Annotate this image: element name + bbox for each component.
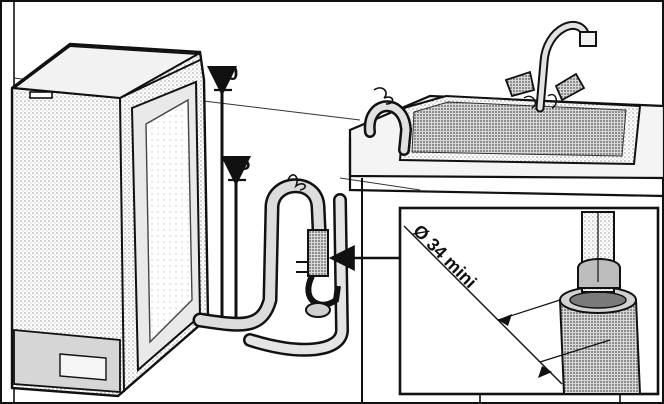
drain-hose [192, 178, 350, 357]
washing-machine [10, 42, 210, 398]
sink-counter [348, 94, 664, 402]
height-dimension-90: 90 [207, 63, 238, 322]
siphon-trap [287, 174, 341, 318]
inset-detail: Ø 34 mini [398, 206, 660, 402]
faucet [504, 20, 597, 113]
hose-over-sink-edge [363, 87, 413, 156]
label-90: 90 [216, 63, 238, 85]
height-dimension-65: 65 [221, 153, 251, 322]
label-65: 65 [228, 153, 250, 175]
